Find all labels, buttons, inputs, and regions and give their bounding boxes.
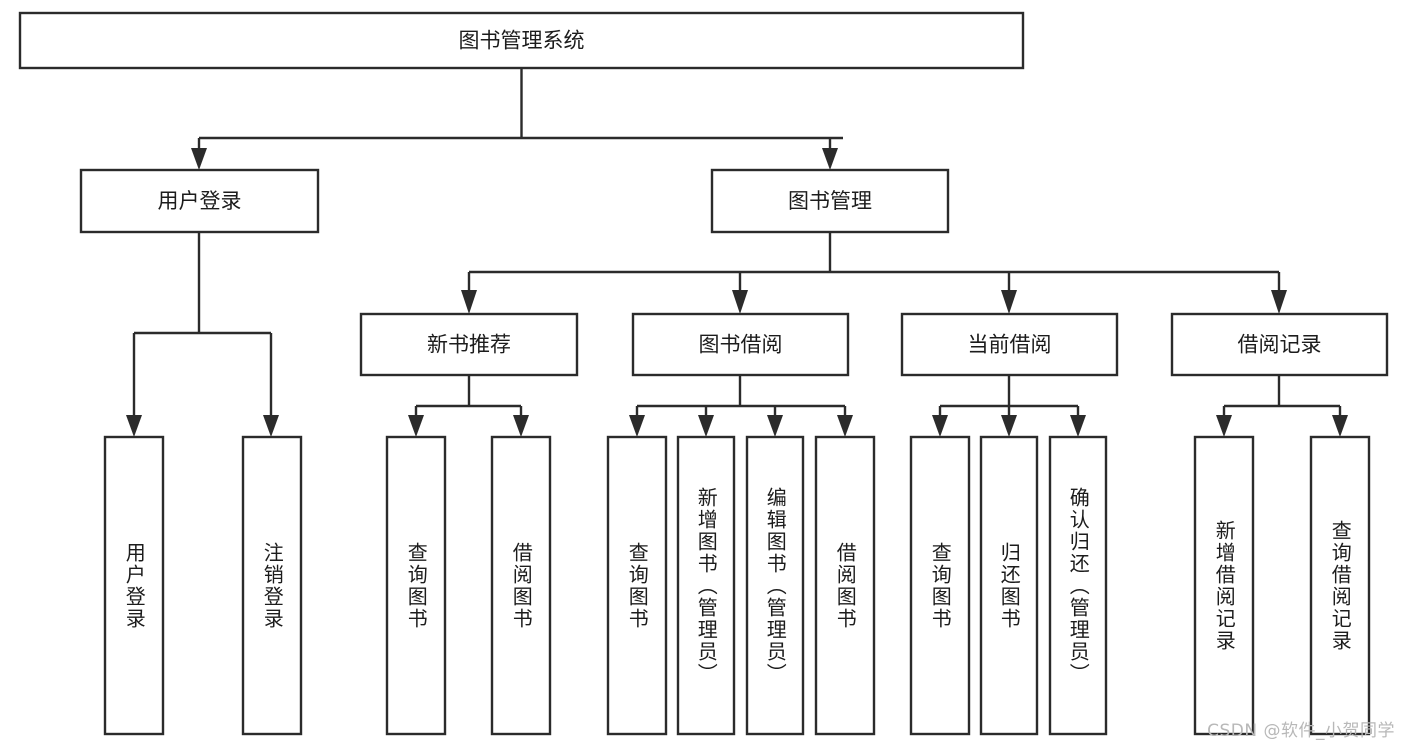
node-group: 图书管理系统 用户登录 图书管理 新书推荐 图书借阅 当前借阅 借阅记录: [18, 11, 1389, 736]
node-leaf-new-book-2[interactable]: [490, 435, 552, 736]
arrow-leaf-borrow-record-1: [1216, 415, 1232, 437]
node-book-management-label: 图书管理: [788, 189, 872, 213]
node-leaf-borrow-record-2[interactable]: [1309, 435, 1371, 736]
node-leaf-borrow-record-1[interactable]: [1193, 435, 1255, 736]
node-book-borrow[interactable]: [631, 312, 850, 377]
arrow-leaf-new-book-2: [513, 415, 529, 437]
node-leaf-borrow-book-1[interactable]: [606, 435, 668, 736]
node-leaf-current-borrow-2[interactable]: [979, 435, 1039, 736]
arrow-to-user-login: [191, 148, 207, 170]
node-leaf-user-login-1[interactable]: [103, 435, 165, 736]
node-root-label: 图书管理系统: [459, 29, 585, 53]
node-new-book-recommend-label: 新书推荐: [427, 333, 511, 357]
node-borrow-record-label: 借阅记录: [1238, 333, 1322, 357]
node-leaf-borrow-book-4[interactable]: [814, 435, 876, 736]
node-user-login[interactable]: [79, 168, 320, 234]
node-leaf-user-login-2[interactable]: [241, 435, 303, 736]
arrow-to-book-mgmt: [822, 148, 838, 170]
arrow-leaf-user-login-2: [263, 415, 279, 437]
node-new-book-recommend[interactable]: [359, 312, 579, 377]
arrow-to-current-borrow: [1001, 290, 1017, 314]
arrow-leaf-borrow-book-3: [767, 415, 783, 437]
arrow-to-new-book: [461, 290, 477, 314]
node-borrow-record[interactable]: [1170, 312, 1389, 377]
arrow-to-borrow-record: [1271, 290, 1287, 314]
arrow-leaf-borrow-record-2: [1332, 415, 1348, 437]
arrow-leaf-borrow-book-4: [837, 415, 853, 437]
arrow-leaf-new-book-1: [408, 415, 424, 437]
node-leaf-new-book-1[interactable]: [385, 435, 447, 736]
node-leaf-borrow-book-2[interactable]: [676, 435, 736, 736]
connector-group: [126, 68, 1348, 437]
node-leaf-borrow-book-3[interactable]: [745, 435, 805, 736]
node-leaf-current-borrow-3[interactable]: [1048, 435, 1108, 736]
node-current-borrow-label: 当前借阅: [968, 333, 1052, 357]
arrow-leaf-current-borrow-2: [1001, 415, 1017, 437]
arrow-leaf-current-borrow-1: [932, 415, 948, 437]
arrow-leaf-borrow-book-1: [629, 415, 645, 437]
node-user-login-label: 用户登录: [158, 189, 242, 213]
arrow-leaf-borrow-book-2: [698, 415, 714, 437]
node-root-book-management-system[interactable]: [18, 11, 1025, 70]
node-book-borrow-label: 图书借阅: [699, 333, 783, 357]
node-leaf-current-borrow-1[interactable]: [909, 435, 971, 736]
arrow-to-borrow-book: [732, 290, 748, 314]
arrow-leaf-current-borrow-3: [1070, 415, 1086, 437]
node-book-management[interactable]: [710, 168, 950, 234]
node-current-borrow[interactable]: [900, 312, 1119, 377]
arrow-leaf-user-login-1: [126, 415, 142, 437]
